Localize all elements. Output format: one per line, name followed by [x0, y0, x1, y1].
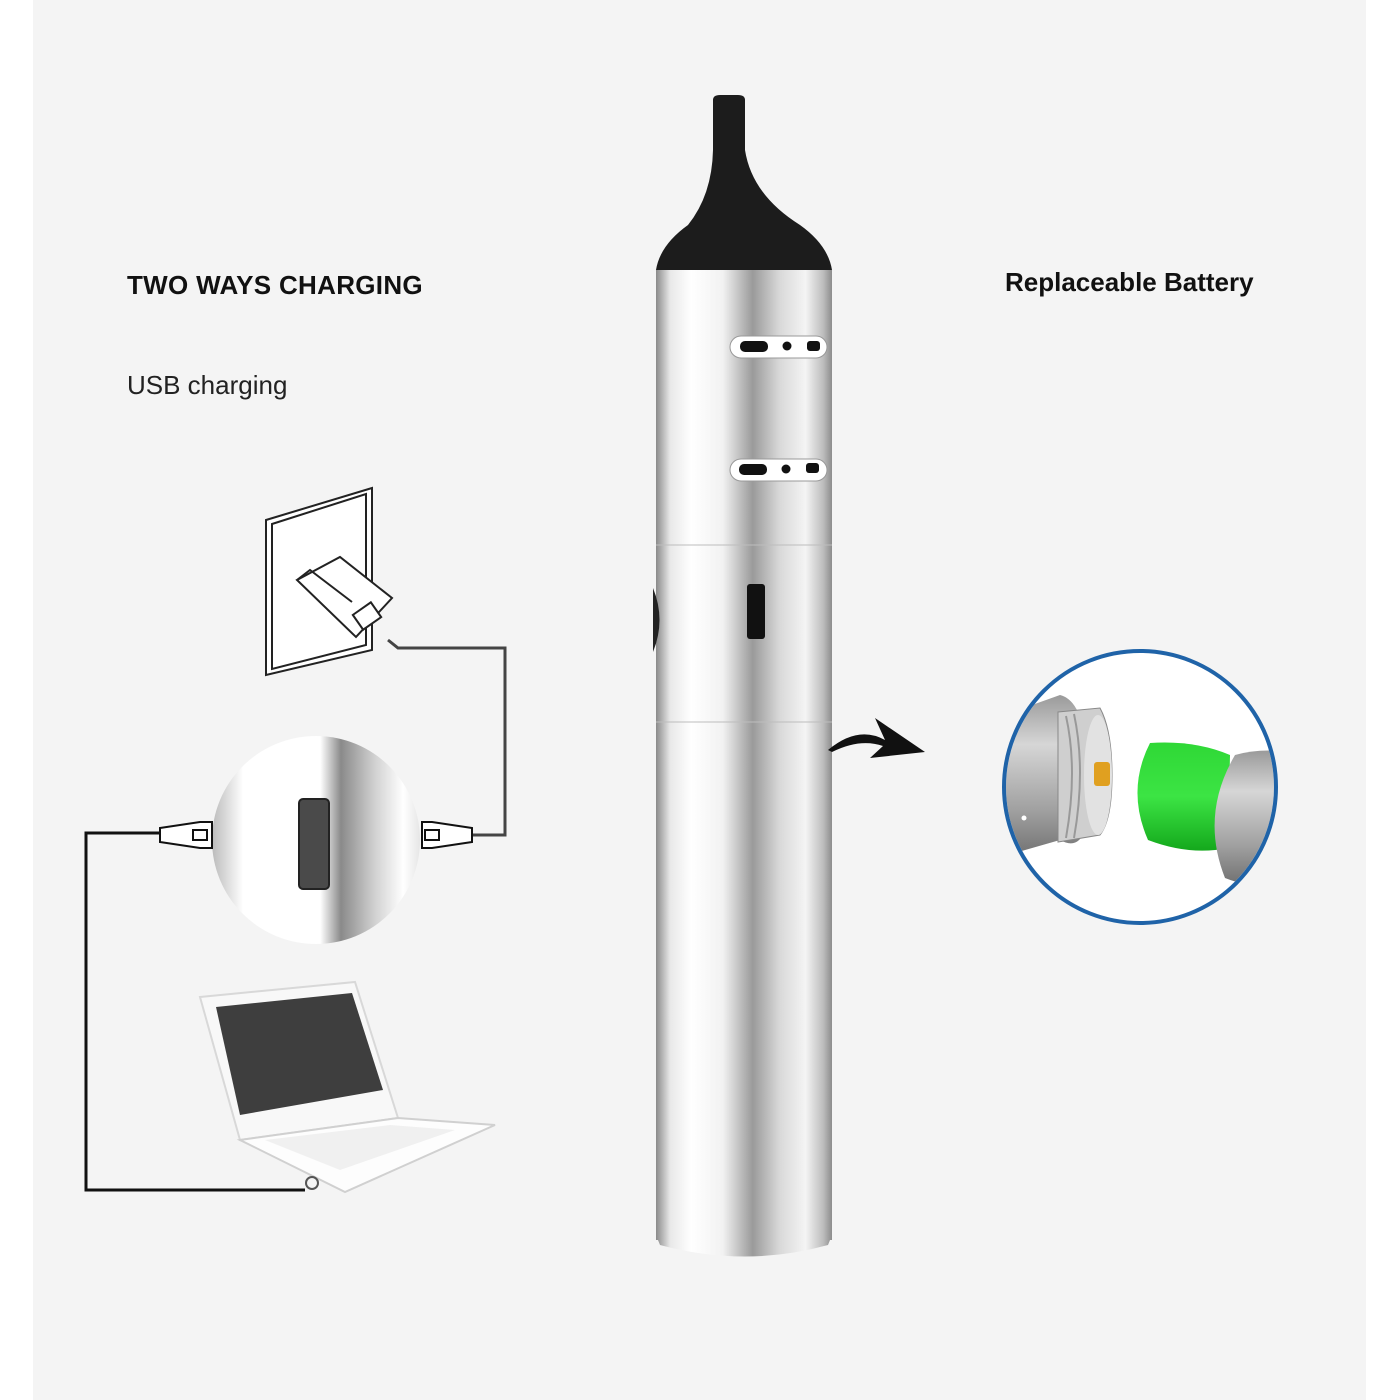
gold-contact — [1094, 762, 1110, 786]
mouthpiece — [656, 95, 832, 270]
pen-device — [653, 95, 832, 1257]
usb-port-closeup — [159, 736, 473, 944]
usb-cable — [84, 831, 305, 1192]
device-threaded-end — [1006, 695, 1113, 860]
arrow-icon — [828, 718, 925, 758]
usb-charging-label: USB charging — [127, 370, 288, 400]
power-button — [653, 588, 660, 652]
air-vent-top — [729, 335, 828, 359]
air-vent-bottom — [729, 458, 828, 482]
laptop-icon — [198, 980, 496, 1194]
wall-charger-icon — [265, 486, 507, 837]
pen-body — [656, 270, 832, 1240]
battery-closeup — [1002, 649, 1278, 925]
two-ways-charging-heading: TWO WAYS CHARGING — [127, 270, 423, 300]
replaceable-battery-heading: Replaceable Battery — [1005, 267, 1254, 297]
usb-port — [747, 584, 765, 639]
